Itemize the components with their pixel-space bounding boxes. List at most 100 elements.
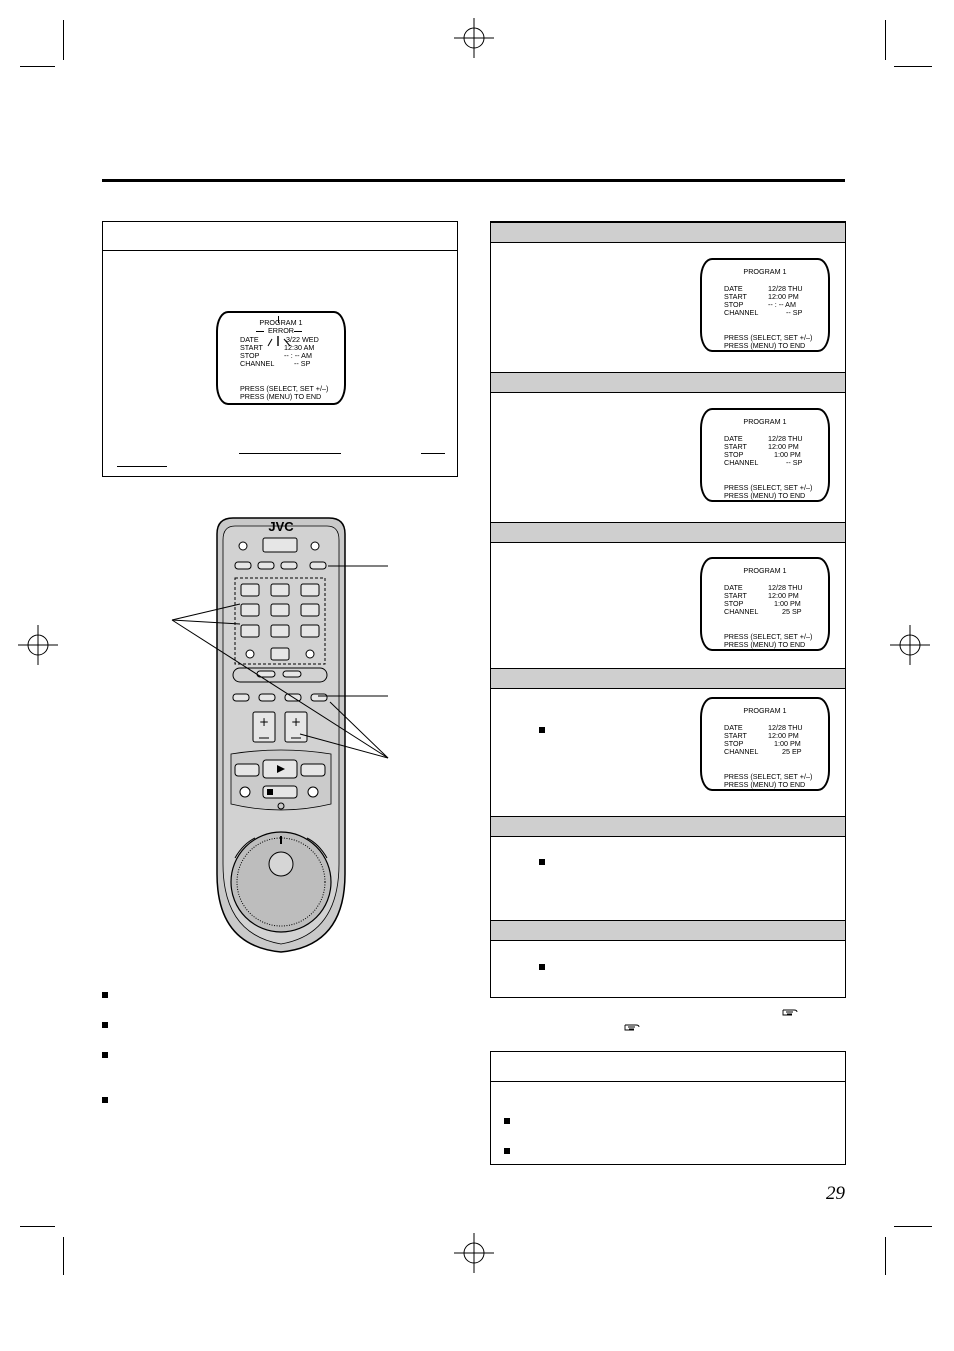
crop-mark: [63, 1237, 64, 1275]
program-tv-screen: PROGRAM 1 DATE 12/28 THU START 12:00 PM …: [700, 557, 830, 651]
screen-row-label: DATE: [724, 434, 743, 443]
remote-brand-logo: JVC: [268, 519, 294, 534]
screen-row-label: DATE: [724, 723, 743, 732]
registration-mark-icon: [18, 625, 58, 665]
header-rule: [102, 179, 845, 182]
screen-row-value: 12:00 PM: [768, 591, 799, 600]
crop-mark: [20, 66, 55, 67]
crop-mark: [63, 20, 64, 60]
pointing-hand-icon: [782, 1009, 798, 1016]
screen-row-value: 12/28 THU: [768, 723, 803, 732]
square-bullet-icon: [102, 1052, 108, 1058]
screen-row-label: START: [724, 591, 747, 600]
square-bullet-icon: [102, 1097, 108, 1103]
screen-title: PROGRAM 1: [743, 267, 787, 276]
square-bullet-icon: [102, 1022, 108, 1028]
screen-title: PROGRAM 1: [743, 566, 787, 575]
program-tv-screen: PROGRAM 1 DATE 12/28 THU START 12:00 PM …: [700, 697, 830, 791]
crop-mark: [894, 1226, 932, 1227]
error-tick: [278, 316, 279, 323]
underline: [421, 453, 445, 454]
screen-row-value: 12:00 PM: [768, 292, 799, 301]
program-tv-screen: PROGRAM 1 DATE 12/28 THU START 12:00 PM …: [700, 408, 830, 502]
underline: [239, 453, 341, 454]
screen-footer: PRESS (SELECT, SET +/–): [724, 333, 813, 342]
screen-row-label: STOP: [240, 351, 260, 360]
screen-row-label: STOP: [724, 739, 744, 748]
square-bullet-icon: [539, 859, 545, 865]
screen-footer: PRESS (MENU) TO END: [724, 780, 806, 789]
screen-row-label: STOP: [724, 300, 744, 309]
screen-row-value: 25 EP: [782, 747, 802, 756]
screen-title: PROGRAM 1: [743, 706, 787, 715]
error-label: ERROR: [268, 326, 294, 335]
svg-text:+: +: [291, 715, 301, 729]
screen-row-label: DATE: [724, 284, 743, 293]
square-bullet-icon: [539, 727, 545, 733]
error-box-header: [103, 222, 457, 251]
screen-row-label: CHANNEL: [724, 308, 759, 317]
screen-footer: PRESS (MENU) TO END: [724, 341, 806, 350]
screen-row-value: 12:00 PM: [768, 442, 799, 451]
screen-row-label: DATE: [724, 583, 743, 592]
note-box-header: [491, 1052, 845, 1082]
step-header: [491, 222, 845, 243]
screen-row-label: START: [724, 731, 747, 740]
screen-row-label: CHANNEL: [724, 747, 759, 756]
screen-row-value: 12/28 THU: [768, 434, 803, 443]
screen-row-value: -- : -- AM: [284, 351, 312, 360]
note-box: [490, 1051, 846, 1165]
registration-mark-icon: [454, 18, 494, 58]
square-bullet-icon: [102, 992, 108, 998]
pointing-hand-icon: [624, 1024, 640, 1031]
screen-title: PROGRAM 1: [259, 318, 303, 327]
crop-mark: [885, 1237, 886, 1275]
screen-row-value: 3/22 WED: [286, 335, 319, 344]
square-bullet-icon: [504, 1148, 510, 1154]
screen-row-value: 1:00 PM: [774, 450, 801, 459]
screen-row-label: START: [724, 442, 747, 451]
error-pointer-lines: [267, 336, 291, 347]
step-header: [491, 816, 845, 837]
screen-row-label: STOP: [724, 450, 744, 459]
crop-mark: [894, 66, 932, 67]
screen-row-label: DATE: [240, 335, 259, 344]
screen-row-label: CHANNEL: [724, 607, 759, 616]
screen-row-value: 25 SP: [782, 607, 802, 616]
screen-row-label: CHANNEL: [240, 359, 275, 368]
screen-footer: PRESS (SELECT, SET +/–): [724, 483, 813, 492]
screen-footer: PRESS (MENU) TO END: [724, 491, 806, 500]
screen-row-label: START: [240, 343, 263, 352]
svg-text:+: +: [259, 715, 269, 729]
error-dash-right: [294, 331, 302, 332]
screen-footer: PRESS (SELECT, SET +/–): [240, 384, 329, 393]
jvc-remote-control-drawing: + + JVC: [216, 517, 346, 953]
screen-row-value: -- : -- AM: [768, 300, 796, 309]
screen-footer: PRESS (MENU) TO END: [724, 640, 806, 649]
screen-row-label: START: [724, 292, 747, 301]
error-dash-left: [256, 331, 264, 332]
program-tv-screen: PROGRAM 1 DATE 12/28 THU START 12:00 PM …: [700, 258, 830, 352]
screen-footer: PRESS (SELECT, SET +/–): [724, 632, 813, 641]
error-tv-screen: PROGRAM 1 ERROR DATE 3/22 WED START 12:3…: [216, 311, 346, 405]
screen-row-value: -- SP: [786, 458, 803, 467]
screen-row-value: 12:30 AM: [284, 343, 315, 352]
step-header: [491, 372, 845, 393]
screen-row-value: 12:00 PM: [768, 731, 799, 740]
callout-lines: [171, 565, 389, 759]
screen-footer: PRESS (MENU) TO END: [240, 392, 322, 401]
step-header: [491, 668, 845, 689]
screen-row-label: STOP: [724, 599, 744, 608]
step-header: [491, 522, 845, 543]
screen-row-value: 12/28 THU: [768, 583, 803, 592]
page-number: 29: [826, 1183, 845, 1204]
square-bullet-icon: [539, 964, 545, 970]
screen-row-value: 1:00 PM: [774, 599, 801, 608]
screen-row-value: 1:00 PM: [774, 739, 801, 748]
screen-row-value: -- SP: [294, 359, 311, 368]
screen-title: PROGRAM 1: [743, 417, 787, 426]
step-header: [491, 920, 845, 941]
screen-row-value: -- SP: [786, 308, 803, 317]
crop-mark: [885, 20, 886, 60]
screen-row-label: CHANNEL: [724, 458, 759, 467]
